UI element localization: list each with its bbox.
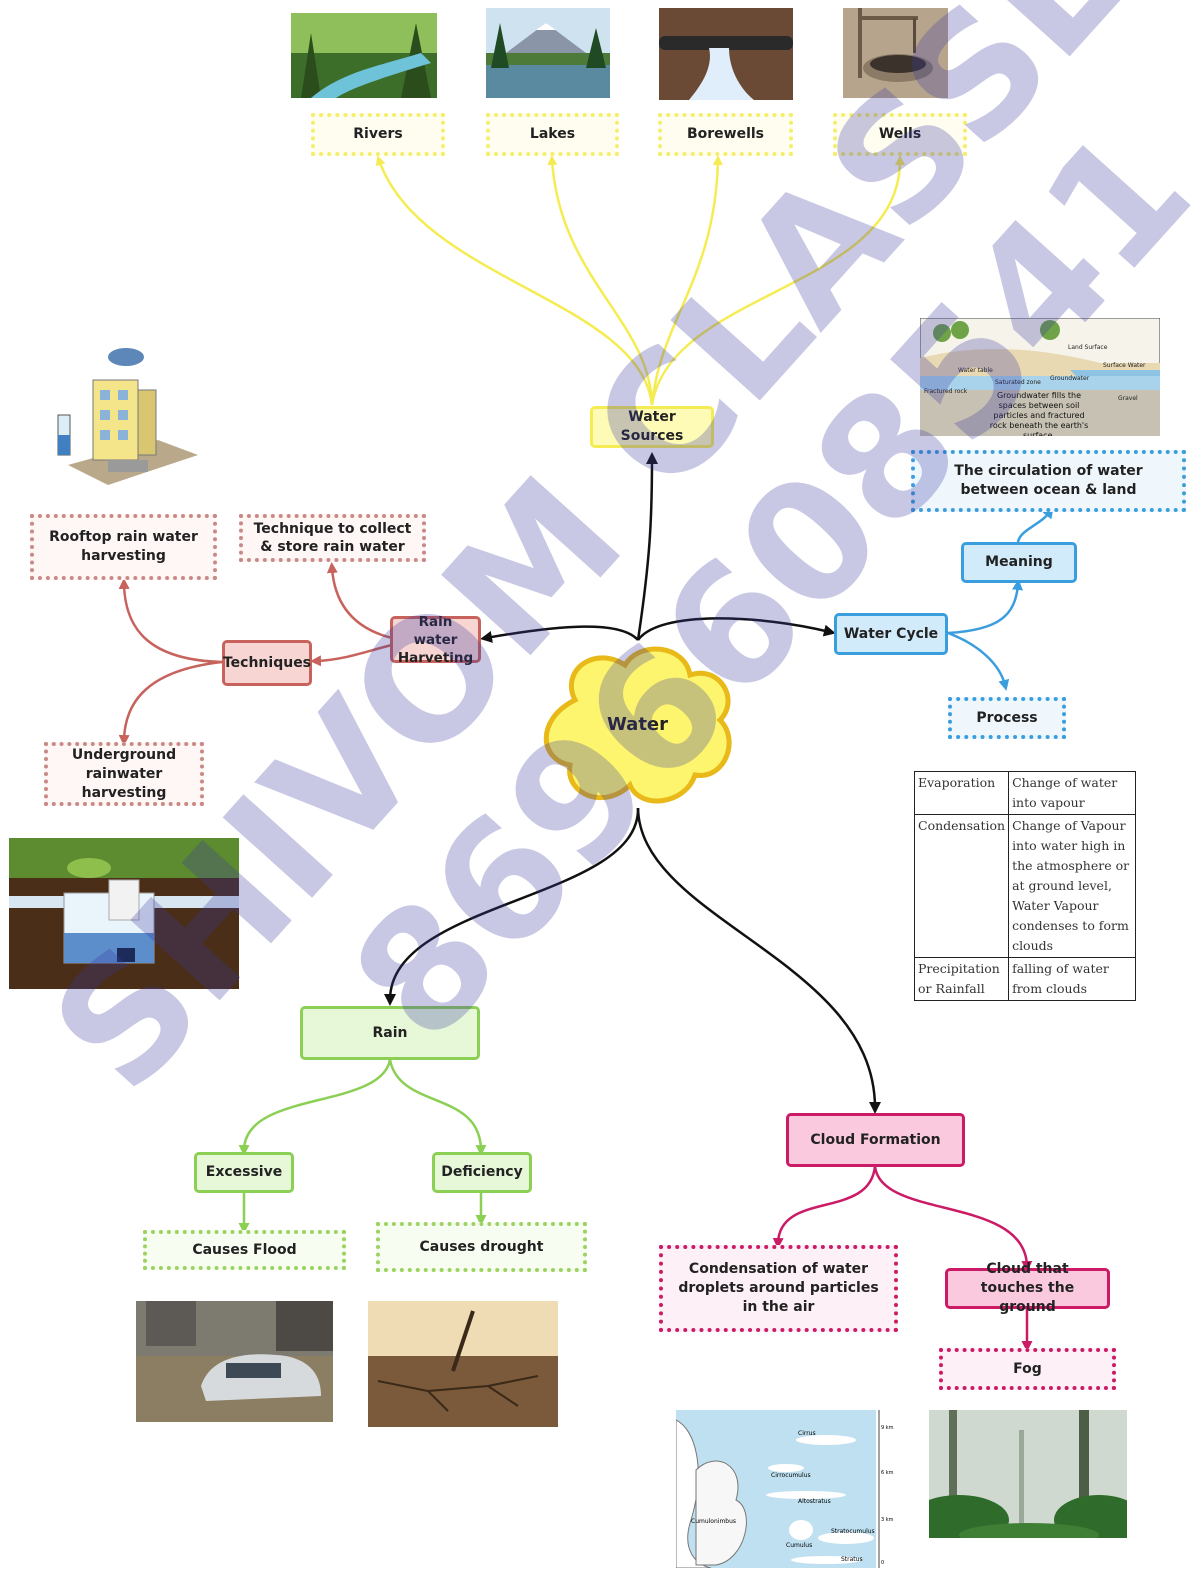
water-cycle-node[interactable]: Water Cycle [834, 613, 948, 655]
link-excessive [238, 1059, 392, 1156]
gw-saturated: Saturated zone [995, 379, 1041, 386]
process-table: Evaporation Change of water into vapour … [913, 771, 1136, 1001]
link-cloud-formation [636, 807, 881, 1114]
fog-node[interactable]: Fog [939, 1348, 1116, 1390]
gw-land-surface: Land Surface [1068, 344, 1108, 351]
altitude-label: 6 km [881, 1470, 894, 1476]
link-water-sources [636, 452, 658, 641]
gw-water-table: Water table [958, 367, 993, 374]
meaning-node[interactable]: Meaning [961, 542, 1077, 583]
table-row: Condensation Change of Vapour into water… [913, 814, 1136, 958]
table-desc: Change of water into vapour [1008, 771, 1136, 815]
water-cloud[interactable]: Water [535, 640, 740, 808]
underground-node[interactable]: Underground rainwater harvesting [44, 742, 204, 806]
link-wells [650, 155, 905, 406]
condensation-node[interactable]: Condensation of water droplets around pa… [659, 1245, 898, 1332]
altitude-label: 9 km [881, 1425, 894, 1431]
meaning-text-node[interactable]: The circulation of water between ocean &… [911, 450, 1186, 512]
link-borewells [650, 155, 723, 406]
rooftop-node[interactable]: Rooftop rain water harvesting [30, 514, 217, 580]
rwh-meaning-node[interactable]: Technique to collect & store rain water [239, 514, 426, 562]
rooftop-harvesting-illustration [48, 345, 198, 485]
gw-gravel: Gravel [1118, 395, 1138, 402]
cloud-type-label: Cirrocumulus [771, 1472, 811, 1479]
lake-photo [486, 8, 610, 98]
link-deficiency [388, 1059, 487, 1156]
cloud-type-label: Cumulonimbus [691, 1518, 737, 1525]
borewells-node[interactable]: Borewells [658, 113, 793, 156]
table-term: Condensation [913, 814, 1010, 958]
techniques-node[interactable]: Techniques [222, 640, 312, 686]
link-rivers [375, 155, 654, 406]
cloud-chart: Cirrus Cirrocumulus Altostratus Cumuloni… [676, 1410, 896, 1568]
flood-node[interactable]: Causes Flood [143, 1230, 346, 1270]
gw-caption: Groundwater fills the spaces between soi… [989, 391, 1089, 436]
borewell-photo [659, 8, 793, 100]
underground-tank-illustration [9, 838, 239, 989]
well-photo [843, 8, 948, 98]
link-condensation [772, 1165, 877, 1249]
cloud-type-label: Cumulus [786, 1542, 813, 1549]
drought-node[interactable]: Causes drought [376, 1222, 587, 1272]
cloud-type-label: Altostratus [798, 1498, 831, 1505]
wells-node[interactable]: Wells [833, 113, 967, 156]
link-rain [384, 807, 640, 1006]
link-meaning-text [1016, 507, 1054, 543]
deficiency-node[interactable]: Deficiency [432, 1152, 532, 1193]
table-desc: falling of water from clouds [1008, 957, 1136, 1001]
table-desc: Change of Vapour into water high in the … [1008, 814, 1136, 958]
rwh-node[interactable]: Rain water Harveting [390, 614, 481, 666]
link-rwh-techniques [310, 643, 393, 667]
gw-fractured: Fractured rock [924, 388, 968, 395]
link-rwh-meaning [326, 562, 393, 640]
link-water-cycle [636, 617, 836, 641]
altitude-label: 3 km [881, 1517, 894, 1523]
altitude-label: 0 [881, 1560, 885, 1566]
cloud-type-label: Stratocumulus [831, 1528, 875, 1535]
rivers-node[interactable]: Rivers [311, 113, 445, 156]
link-underground [118, 660, 223, 746]
link-process [947, 631, 1010, 691]
cloud-type-label: Cirrus [798, 1430, 816, 1437]
fog-forest-photo [929, 1410, 1127, 1538]
gw-groundwater: Groundwater [1050, 375, 1090, 382]
drought-photo [368, 1301, 558, 1427]
groundwater-diagram: Land Surface Surface Water Water table G… [920, 318, 1160, 436]
excessive-node[interactable]: Excessive [194, 1152, 294, 1193]
link-touches [873, 1165, 1033, 1272]
link-rwh [480, 625, 639, 643]
gw-surface-water: Surface Water [1103, 362, 1146, 369]
water-sources-node[interactable]: Water Sources [590, 406, 714, 448]
link-meaning [947, 579, 1023, 635]
process-node[interactable]: Process [948, 697, 1066, 739]
flood-photo [136, 1301, 333, 1422]
lakes-node[interactable]: Lakes [486, 113, 619, 156]
link-rooftop [118, 578, 223, 664]
table-term: Precipitation or Rainfall [913, 957, 1010, 1001]
cloud-formation-node[interactable]: Cloud Formation [786, 1113, 965, 1167]
table-row: Evaporation Change of water into vapour [913, 771, 1136, 815]
touches-ground-node[interactable]: Cloud that touches the ground [945, 1261, 1110, 1315]
center-label: Water [606, 713, 669, 735]
rain-node[interactable]: Rain [300, 1006, 480, 1060]
forest-river-photo [291, 13, 437, 98]
table-row: Precipitation or Rainfall falling of wat… [913, 957, 1136, 1001]
table-term: Evaporation [913, 771, 1010, 815]
link-lakes [547, 155, 654, 406]
cloud-type-label: Stratus [841, 1556, 863, 1563]
cloud-shape-icon [543, 646, 732, 804]
